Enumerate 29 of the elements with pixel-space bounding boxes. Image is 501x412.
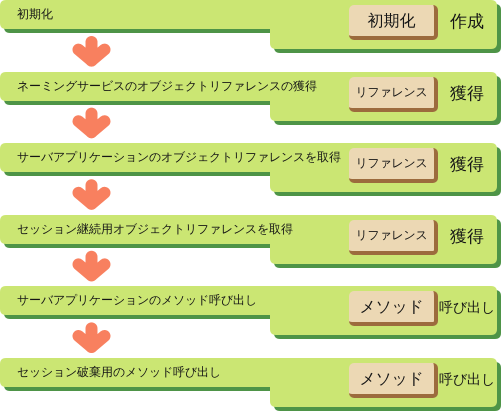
arrow bbox=[72, 322, 110, 353]
action-label: 呼び出し bbox=[439, 371, 495, 390]
step-panel bbox=[0, 0, 501, 53]
action-label: 獲得 bbox=[450, 82, 484, 106]
tag-box: 初期化 bbox=[349, 5, 438, 40]
step-title: サーバアプリケーションのメソッド呼び出し bbox=[17, 293, 257, 308]
step-panel bbox=[0, 72, 501, 125]
arrow bbox=[72, 250, 110, 282]
step-panel bbox=[0, 214, 501, 268]
action-label: 獲得 bbox=[450, 154, 484, 178]
arrow bbox=[72, 179, 110, 210]
step-title: セッション破棄用のメソッド呼び出し bbox=[17, 365, 221, 380]
tag-box: リファレンス bbox=[349, 220, 438, 255]
tag-box: リファレンス bbox=[349, 148, 438, 184]
step-panel bbox=[0, 143, 501, 196]
tag-box: メソッド bbox=[349, 363, 438, 398]
step-title: 初期化 bbox=[17, 7, 53, 22]
tag-box: メソッド bbox=[349, 291, 438, 326]
step-title: セッション継続用オブジェクトリファレンスを取得 bbox=[17, 222, 293, 237]
action-label: 獲得 bbox=[450, 226, 484, 249]
step-title: サーバアプリケーションのオブジェクトリファレンスを取得 bbox=[17, 150, 341, 166]
action-label: 呼び出し bbox=[439, 299, 495, 318]
step-title: ネーミングサービスのオブジェクトリファレンスの獲得 bbox=[17, 78, 317, 94]
step-panel bbox=[0, 358, 501, 411]
action-label: 作成 bbox=[450, 11, 484, 34]
step-panel bbox=[0, 286, 501, 340]
arrow bbox=[72, 36, 110, 67]
tag-box: リファレンス bbox=[349, 76, 438, 112]
arrow bbox=[72, 108, 110, 138]
